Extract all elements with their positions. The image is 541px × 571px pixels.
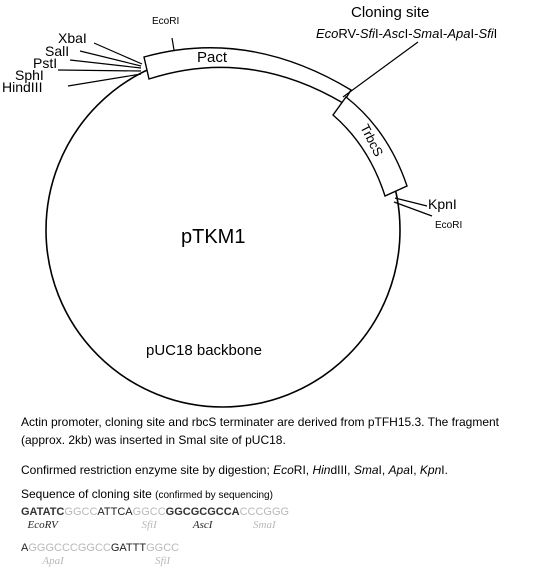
sequence-title: Sequence of cloning site (confirmed by s… — [21, 485, 273, 505]
cloning-enzyme-italic: Asc — [382, 26, 405, 41]
cloning-sep: - — [356, 26, 360, 41]
sphi-label: SphI — [15, 67, 44, 83]
cloning-enzyme-rest: I — [439, 26, 443, 41]
enzyme-label: EcoRV — [27, 519, 58, 531]
cloning-sep: - — [474, 26, 478, 41]
sequence-segment: GATTT — [111, 542, 146, 568]
cloning-enzyme-italic: Apa — [446, 26, 470, 41]
plasmid-map: Pact TrbcS EcoRI XbaI SalI PstI SphI Hin… — [2, 4, 497, 408]
nucleotides: GGCGCGCCA — [165, 506, 240, 518]
hindiii-tick — [67, 73, 142, 87]
enzyme-label: SfiI — [141, 519, 157, 531]
confirmed-site-italic: Kpn — [419, 463, 442, 477]
confirmed-site-italic: Apa — [388, 463, 410, 477]
ecori-top-label: EcoRI — [152, 16, 179, 27]
kpni-label: KpnI — [428, 196, 457, 212]
confirmed-site-rest: RI — [293, 463, 306, 477]
confirmed-site-sep: , — [413, 463, 420, 477]
confirmed-site-rest: I — [441, 463, 445, 477]
enzyme-label: SmaI — [253, 519, 276, 531]
sphi-tick — [57, 69, 142, 72]
confirmed-prefix: Confirmed restriction enzyme site by dig… — [21, 463, 274, 477]
backbone-label: pUC18 backbone — [146, 342, 262, 359]
cloning-site-title: Cloning site — [351, 4, 429, 21]
confirmed-site-rest: dIII — [330, 463, 348, 477]
nucleotides: GGCC — [146, 542, 180, 554]
cloning-sep: - — [408, 26, 412, 41]
sequence-title-text: Sequence of cloning site — [21, 487, 152, 501]
cloning-site-enzymes: EcoRV-SfiI-AscI-SmaI-ApaI-SfiI — [316, 26, 497, 41]
pact-label: Pact — [197, 49, 228, 66]
confirmed-sites-note: Confirmed restriction enzyme site by dig… — [21, 461, 448, 479]
confirmed-site-sep: , — [347, 463, 354, 477]
derivation-note: Actin promoter, cloning site and rbcS te… — [21, 415, 499, 447]
confirmed-site-italic: Eco — [273, 463, 294, 477]
confirmed-sites-list: EcoRI, HindIII, SmaI, ApaI, KpnI. — [273, 463, 448, 477]
ecori-top-tick — [171, 37, 175, 51]
confirmed-site-italic: Sma — [353, 463, 379, 477]
psti-tick — [69, 59, 142, 69]
cloning-enzyme-rest: RV — [338, 26, 356, 41]
nucleotides: GGGCCC — [28, 542, 78, 554]
cloning-enzyme-italic: Sfi — [478, 26, 494, 41]
confirmed-site-sep: , — [305, 463, 313, 477]
nucleotides: GATTT — [110, 542, 147, 554]
sequence-segment: A — [21, 542, 28, 568]
enzyme-label: ApaI — [42, 555, 64, 567]
enzyme-label — [21, 555, 28, 568]
nucleotides: GGCC — [77, 542, 111, 554]
confirmed-site-rest: I — [409, 463, 414, 477]
sequence-segment: GGCC — [64, 506, 97, 532]
cloning-enzyme-rest: I — [375, 26, 379, 41]
enzyme-label — [64, 519, 97, 532]
sali-label: SalI — [45, 43, 69, 59]
cloning-sep: - — [443, 26, 447, 41]
cloning-enzyme-rest: I — [494, 26, 498, 41]
nucleotides: ATTCA — [97, 506, 133, 518]
sequence-note: (confirmed by sequencing) — [155, 490, 273, 501]
ecori-right-label: EcoRI — [435, 220, 462, 231]
ecori-right-tick — [393, 201, 433, 217]
enzyme-label — [78, 555, 111, 568]
trbcs-segment — [332, 95, 408, 197]
enzyme-label — [111, 555, 146, 568]
xbai-label: XbaI — [58, 30, 87, 46]
enzyme-label: SfiI — [154, 555, 171, 567]
kpni-tick — [394, 197, 428, 207]
sequence-segment: GGCC — [78, 542, 111, 568]
nucleotides: GGCC — [132, 506, 166, 518]
cloning-enzyme-rest: I — [405, 26, 409, 41]
sali-tick — [79, 50, 142, 67]
nucleotides: CCCGGG — [239, 506, 290, 518]
hindiii-label: HindIII — [2, 79, 42, 95]
confirmed-site-sep: , — [381, 463, 389, 477]
cloning-enzyme-italic: Sma — [413, 26, 440, 41]
cloning-sep: - — [379, 26, 383, 41]
enzyme-label: AscI — [192, 519, 213, 531]
confirmed-site-rest: I — [378, 463, 382, 477]
nucleotides: GATATC — [21, 506, 65, 518]
cloning-enzyme-italic: Eco — [316, 26, 338, 41]
xbai-tick — [93, 42, 143, 65]
nucleotides: A — [21, 542, 29, 554]
nucleotides: GGCC — [64, 506, 98, 518]
psti-label: PstI — [33, 55, 57, 71]
cloning-enzyme-italic: Sfi — [360, 26, 376, 41]
confirmed-site-sep: . — [444, 463, 448, 477]
sequence-segment: ATTCA — [97, 506, 132, 532]
cloning-enzyme-rest: I — [470, 26, 474, 41]
plasmid-name: pTKM1 — [181, 226, 245, 248]
pact-segment — [143, 47, 352, 104]
enzyme-label — [97, 519, 132, 532]
confirmed-site-italic: Hin — [312, 463, 331, 477]
cloning-site-pointer — [342, 41, 419, 98]
